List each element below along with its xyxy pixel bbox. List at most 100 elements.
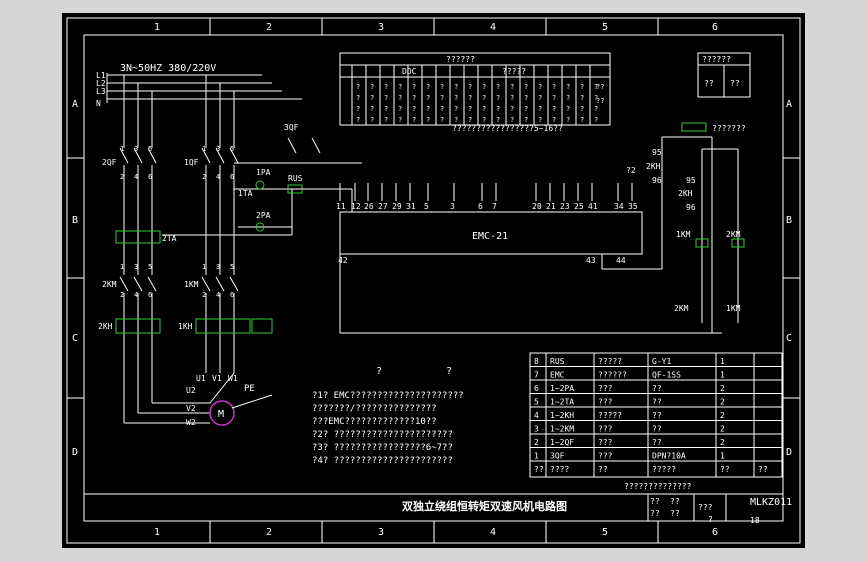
emc-label: EMC-21 bbox=[472, 231, 508, 242]
pole-number-top: 5 bbox=[230, 263, 234, 271]
bom-cell: 7 bbox=[534, 371, 539, 380]
ddc-cell: ? bbox=[356, 94, 360, 102]
ddc-cell: ? bbox=[426, 83, 430, 91]
ddc-cell: ? bbox=[440, 94, 444, 102]
ddc-cell: ? bbox=[370, 116, 374, 124]
label-pe: PE bbox=[244, 384, 255, 394]
ddc-cell: ? bbox=[468, 83, 472, 91]
ddc-cell: ? bbox=[440, 83, 444, 91]
ddc-cell: ? bbox=[454, 94, 458, 102]
bom-cell: ?? bbox=[534, 465, 544, 474]
bom-cell: 8 bbox=[534, 357, 539, 366]
notes-heading-b: ? bbox=[446, 366, 452, 377]
ddc-cell: ? bbox=[552, 105, 556, 113]
tb-c6: ? bbox=[708, 515, 713, 524]
row-label-right: C bbox=[786, 333, 792, 344]
terminal-label: 41 bbox=[588, 202, 598, 211]
terminal-label: 6 bbox=[478, 202, 483, 211]
pole-number-bottom: 4 bbox=[134, 173, 138, 181]
bom-cell: 1~2KH bbox=[550, 411, 574, 420]
bom-cell: 1~2QF bbox=[550, 438, 574, 447]
bom-cell: 2 bbox=[720, 384, 725, 393]
label-1km: 1KM bbox=[184, 280, 199, 289]
ddc-cell: ? bbox=[580, 94, 584, 102]
kh-96: 96 bbox=[652, 176, 662, 185]
coil-2km-label: 2KM bbox=[726, 230, 741, 239]
ddc-cell: ? bbox=[538, 83, 542, 91]
ddc-cell: ? bbox=[384, 83, 388, 91]
bom-cell: 1 bbox=[720, 452, 725, 461]
bom-cell: ?? bbox=[652, 398, 662, 407]
bom-cell: 1 bbox=[534, 452, 539, 461]
ddc-cell: ? bbox=[398, 105, 402, 113]
label-1qf: 1QF bbox=[184, 158, 199, 167]
row-label-left: A bbox=[72, 99, 78, 110]
motor bbox=[209, 400, 235, 426]
ammeter-1pa bbox=[255, 180, 265, 190]
pole-number-top: 3 bbox=[216, 263, 220, 271]
feeder-2-wiring bbox=[119, 75, 210, 424]
ddc-cell: ? bbox=[412, 94, 416, 102]
ddc-cell: ? bbox=[384, 116, 388, 124]
bom-cell: ?????? bbox=[598, 371, 627, 380]
ddc-cell: ? bbox=[454, 116, 458, 124]
terminal-label: 27 bbox=[378, 202, 388, 211]
nc-2km-label: 2KM bbox=[674, 304, 689, 313]
supply-label: 3N~50HZ 380/220V bbox=[120, 63, 216, 74]
row-label-right: B bbox=[786, 215, 792, 226]
tb-c3: ?? bbox=[650, 509, 660, 518]
ddc-cell: ? bbox=[412, 116, 416, 124]
label-2km: 2KM bbox=[102, 280, 117, 289]
ddc-cell: ? bbox=[566, 83, 570, 91]
ammeter-2pa bbox=[255, 222, 265, 232]
label-2qf: 2QF bbox=[102, 158, 117, 167]
kh-95b: 95 bbox=[686, 176, 696, 185]
pole-number-top: 3 bbox=[134, 263, 138, 271]
tb-c1: ?? bbox=[650, 497, 660, 506]
bom-cell: 3QF bbox=[550, 452, 565, 461]
terminal-label: 35 bbox=[628, 202, 638, 211]
pole-number-bottom: 4 bbox=[216, 291, 220, 299]
ddc-right-cell: ?? bbox=[596, 97, 604, 105]
notes-heading-a: ? bbox=[376, 366, 382, 377]
row-label-right: D bbox=[786, 447, 792, 458]
column-label-bottom: 3 bbox=[378, 527, 384, 538]
legend-left: ?? bbox=[704, 79, 714, 88]
ddc-cell: ? bbox=[552, 83, 556, 91]
ddc-footnote: ?????????????????5~16?? bbox=[452, 124, 563, 133]
bom-cell: 6 bbox=[534, 384, 539, 393]
bom-cell: ????? bbox=[652, 465, 676, 474]
label-w2: W2 bbox=[186, 418, 196, 427]
bom-cell: 1~2PA bbox=[550, 384, 574, 393]
tb-c4: ?? bbox=[670, 509, 680, 518]
bom-cell: 1 bbox=[720, 371, 725, 380]
nc-1km-label: 1KM bbox=[726, 304, 741, 313]
pole-number-top: 1 bbox=[120, 263, 124, 271]
label-u1: U1 bbox=[196, 374, 206, 383]
ddc-cell: ? bbox=[566, 105, 570, 113]
bom-cell: ????? bbox=[598, 411, 622, 420]
bom-cell: 5 bbox=[534, 398, 539, 407]
label-q2: ?2 bbox=[626, 166, 636, 175]
bom-cell: ?? bbox=[758, 465, 768, 474]
ddc-cell: ? bbox=[370, 83, 374, 91]
ddc-cell: ? bbox=[426, 105, 430, 113]
ddc-cell: ? bbox=[482, 94, 486, 102]
coil-1km bbox=[695, 238, 709, 248]
ddc-cell: ? bbox=[356, 116, 360, 124]
terminal-label: 12 bbox=[351, 202, 361, 211]
ddc-cell: ? bbox=[398, 116, 402, 124]
ddc-cell: ? bbox=[524, 116, 528, 124]
ct-2ta bbox=[115, 230, 161, 244]
ddc-cell: ? bbox=[440, 105, 444, 113]
ddc-label: DDC bbox=[402, 67, 417, 76]
kh-96b: 96 bbox=[686, 203, 696, 212]
note-line: ?1? EMC????????????????????? bbox=[312, 391, 464, 401]
pole-number-top: 5 bbox=[148, 145, 152, 153]
